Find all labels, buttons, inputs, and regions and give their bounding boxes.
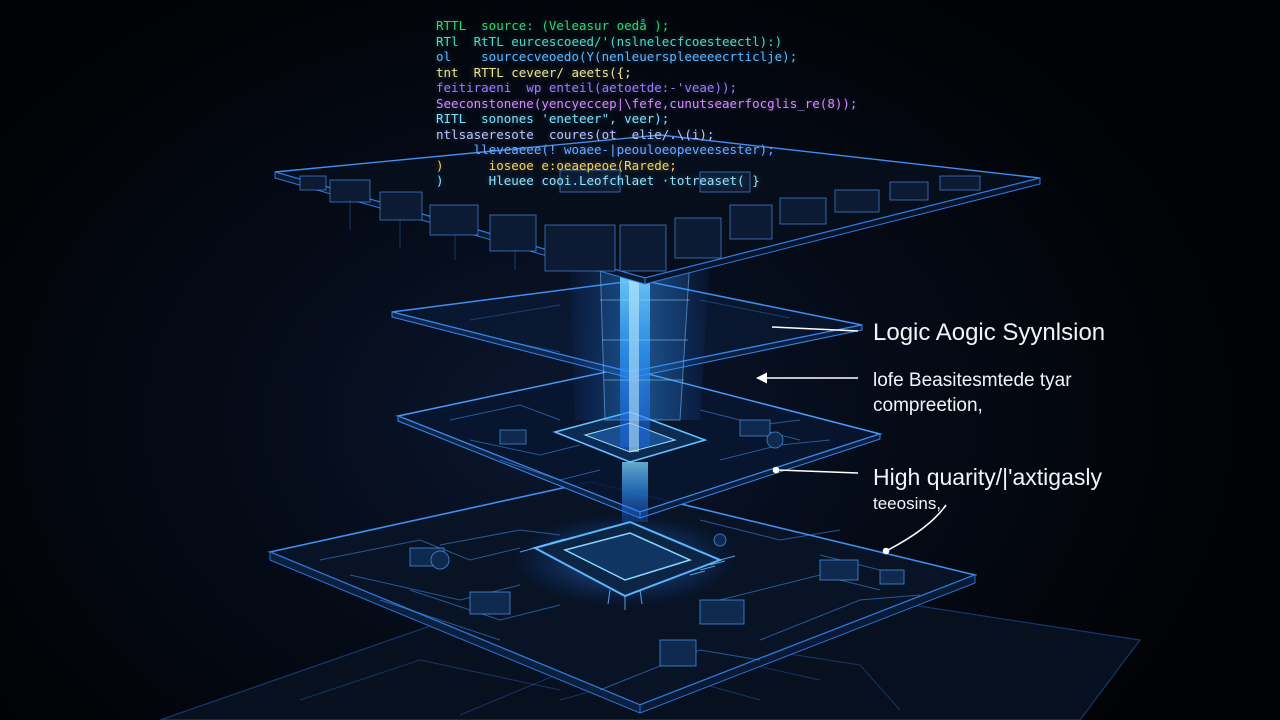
tradeoff-dot xyxy=(882,547,890,555)
code-line: RTTL source: (Veleasur oedå ); xyxy=(436,18,670,33)
code-line: ol sourcecveoedo(Y(nenleuerspleeeeecrtic… xyxy=(436,49,798,64)
code-line: RTl RtTL eurcescoeed/'(nslnelecfcoesteec… xyxy=(436,33,783,49)
rtl-code-block: RTTL source: (Veleasur oedå );RTl RtTL e… xyxy=(436,18,857,189)
synthesis-label: Logic Aogic Syynlsion xyxy=(873,319,1106,346)
code-line: lleveaeee(! woaee-|peouloeopeveesester); xyxy=(436,142,775,157)
code-line: feitiraeni wp enteil(aetoetde:-'veae)); xyxy=(436,80,738,95)
quality-pointer-dot xyxy=(772,466,780,474)
synthesis-pointer-line xyxy=(771,326,859,332)
code-line: tnt RTTL ceveer/ aeets({; xyxy=(436,64,632,80)
code-line: Seeconstonene(yencyeccep|\fefe,cunutseae… xyxy=(436,95,858,111)
code-line: RITL sonones 'eneteer", veer); xyxy=(436,111,670,126)
board-layer xyxy=(267,481,978,714)
code-line: ntlsaseresote coures(ot elie/.\(i); xyxy=(436,126,715,142)
tradeoff-curve xyxy=(887,504,947,551)
code-line: ) Hleuee cooi.Leofchlaet ·totreaset( } xyxy=(436,173,760,188)
quality-label-line1: High quarity/|'axtigasly xyxy=(873,464,1102,490)
data-flow-beam xyxy=(570,257,710,522)
quality-label-line2: teeosins, xyxy=(873,494,942,513)
compression-label-line1: lofe Beasitesmtede tyar xyxy=(873,370,1072,391)
code-line: ) ioseoe e:oeaepeoe(Rarede; xyxy=(436,157,677,173)
compression-label-line2: compreetion, xyxy=(873,395,983,416)
quality-pointer-line xyxy=(777,469,859,474)
annotation-arrows xyxy=(755,326,947,555)
rtl-source-layer xyxy=(274,134,1041,285)
